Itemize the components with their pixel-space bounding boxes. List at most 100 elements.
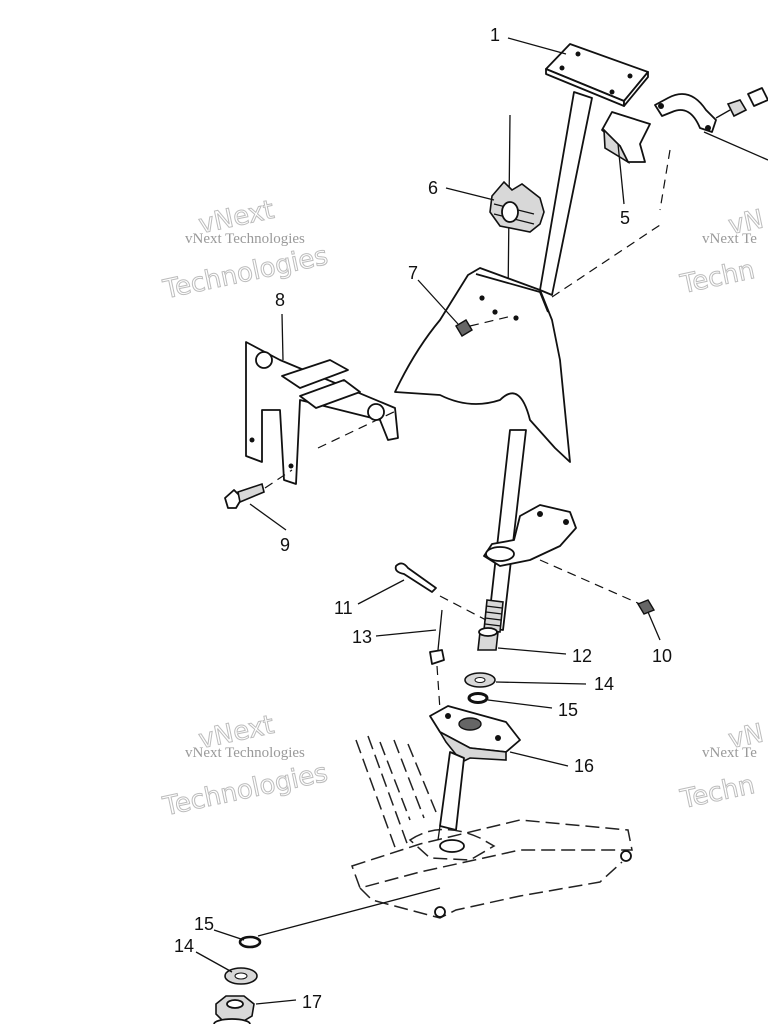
bearing-alignment-line <box>539 559 641 605</box>
leader-14a <box>495 681 587 685</box>
shield-hole <box>492 309 498 315</box>
pin-alignment-line <box>436 665 441 711</box>
leader-9 <box>249 503 287 531</box>
watermark-line1: vNext Te <box>702 231 757 247</box>
washer-part-14-lower <box>224 967 258 985</box>
watermark-bottom-right: vN vNext Te Techn <box>677 718 767 816</box>
watermark-line2: Techn <box>677 770 757 815</box>
bearing-collar <box>485 546 515 562</box>
leader-14b <box>195 951 233 973</box>
leader-15b <box>213 929 245 941</box>
watermark-top-left: vNext vNext Technologies Technologies <box>159 195 331 306</box>
watermark-bottom-left: vNext vNext Technologies Technologies <box>159 710 331 823</box>
steering-post-part-1 <box>483 43 649 633</box>
watermark-line2: Technologies <box>160 241 331 305</box>
housing-hole <box>495 735 501 741</box>
leader-15a <box>487 699 553 709</box>
washer-part-14-upper <box>464 672 496 688</box>
nut-17-flange <box>213 1018 251 1029</box>
pin-part-13 <box>429 609 445 711</box>
screw-part-7 <box>455 315 513 337</box>
shield-hole <box>479 295 485 301</box>
rubber-block-part-6 <box>489 180 545 233</box>
callout-11: 11 <box>334 598 353 618</box>
leader-13 <box>375 629 437 637</box>
plate-hole <box>575 51 581 57</box>
bracket-strap-lower <box>299 379 361 409</box>
lower-hardware-leader <box>257 887 441 937</box>
frame-mount-bore <box>439 839 465 853</box>
screw-10-head <box>636 599 656 615</box>
thread-lines <box>484 605 503 627</box>
lock-nut <box>747 87 768 107</box>
callout-9: 9 <box>280 535 290 555</box>
callout-17: 17 <box>302 992 322 1012</box>
steering-post-tube-upper <box>539 91 593 296</box>
watermark-line2: Techn <box>677 255 757 300</box>
stem-connector <box>437 825 441 841</box>
screw-alignment-line <box>469 315 513 327</box>
cotter-pin <box>394 562 437 593</box>
handlebar-block-part-5 <box>601 111 651 165</box>
bolt-alignment-line <box>264 469 293 489</box>
handlebar-clamp <box>654 87 768 211</box>
clamp-alignment-line <box>659 149 671 211</box>
leader-6 <box>445 187 495 201</box>
leader-12 <box>497 647 567 655</box>
pin-shaft <box>437 609 443 651</box>
clamp-hole <box>658 103 664 109</box>
oring-15-upper <box>467 692 489 704</box>
callout-16: 16 <box>574 756 594 776</box>
frame-crossmember <box>351 819 633 889</box>
callout-15-upper: 15 <box>558 700 578 720</box>
washer <box>726 99 748 118</box>
nut-part-17 <box>213 995 255 1029</box>
shield-body <box>394 267 571 463</box>
leader-7 <box>417 279 459 325</box>
callout-12: 12 <box>572 646 592 666</box>
shield-hole <box>513 315 519 321</box>
bolt-part-9 <box>224 469 293 509</box>
leader-16 <box>509 751 569 767</box>
clamp-strap <box>654 93 717 133</box>
callout-5: 5 <box>620 208 630 228</box>
handlebar-block-shade <box>603 127 630 165</box>
leader-17 <box>255 999 297 1005</box>
watermark-top-right: vN vNext Te Techn <box>677 204 767 301</box>
nut-17-body <box>215 995 255 1023</box>
callout-14-upper: 14 <box>594 674 614 694</box>
frame-tubes-vertical <box>355 735 437 851</box>
housing-hole <box>445 713 451 719</box>
oring-part-15-upper <box>467 692 489 704</box>
watermark-line1: vNext Te <box>702 745 757 761</box>
housing-bore <box>458 717 482 731</box>
watermark-line1: vNext Technologies <box>185 745 305 761</box>
bearing-hole <box>563 519 569 525</box>
bracket-mount-hole <box>249 437 255 443</box>
plate-hole <box>559 65 565 71</box>
oring-15-lower <box>238 935 262 949</box>
callout-8: 8 <box>275 290 285 310</box>
washer-14-lower-hole <box>234 972 248 980</box>
lower-housing-part-16 <box>429 705 521 831</box>
callout-14-lower: 14 <box>174 936 194 956</box>
callout-15-lower: 15 <box>194 914 214 934</box>
clamp-hole <box>705 125 711 131</box>
bracket-hole-left <box>255 351 273 369</box>
washer-14-upper-hole <box>474 677 486 683</box>
bracket-mount-hole <box>288 463 294 469</box>
frame-bolt-right <box>620 850 632 862</box>
cotter-pin-alignment-line <box>439 595 487 621</box>
rubber-block-hole <box>501 201 519 223</box>
watermark-line1: vNext Technologies <box>185 231 305 247</box>
castle-nut-part-12 <box>477 627 499 651</box>
screw-head <box>455 319 473 337</box>
bearing-hole <box>537 511 543 517</box>
callout-13: 13 <box>352 627 372 647</box>
callout-10: 10 <box>652 646 672 666</box>
leader-lines <box>195 37 661 1005</box>
nut-17-bore <box>226 999 244 1009</box>
plate-hole <box>627 73 633 79</box>
bracket-hole-right <box>367 403 385 421</box>
shield-alignment-line <box>551 224 661 298</box>
